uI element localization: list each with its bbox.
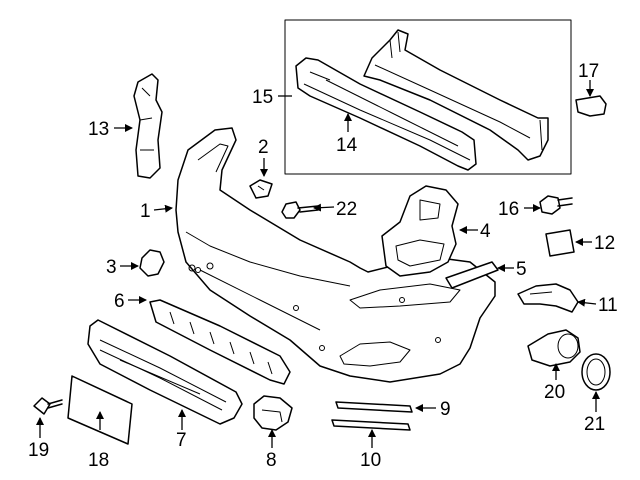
callout-14: 14 xyxy=(336,135,358,156)
callout-2: 2 xyxy=(258,137,269,158)
part-15-bumper-beam xyxy=(363,29,549,161)
part-14-absorber xyxy=(295,57,477,171)
part-17-pad xyxy=(575,95,607,117)
part-16-bolt xyxy=(539,195,573,215)
callout-8: 8 xyxy=(266,450,277,471)
callout-18: 18 xyxy=(88,450,109,471)
callout-6: 6 xyxy=(114,291,125,312)
callout-3: 3 xyxy=(106,257,117,278)
inset-box xyxy=(284,19,572,175)
part-9-trim-strip xyxy=(335,401,413,413)
callout-9: 9 xyxy=(440,399,451,420)
leader-lines xyxy=(36,80,600,448)
part-2-clip xyxy=(249,179,273,199)
callout-12: 12 xyxy=(594,233,615,254)
part-4-bracket xyxy=(381,185,459,277)
part-21-ring xyxy=(581,353,611,391)
part-1-bumper-cover xyxy=(175,127,496,383)
part-22-screw xyxy=(281,201,319,219)
callout-17: 17 xyxy=(578,61,599,82)
callout-4: 4 xyxy=(480,221,491,242)
part-11-bracket xyxy=(517,283,579,313)
part-8-cover xyxy=(253,395,293,431)
part-19-screw xyxy=(33,397,63,415)
callout-7: 7 xyxy=(176,430,187,451)
callout-19: 19 xyxy=(28,440,49,461)
callout-10: 10 xyxy=(360,450,381,471)
part-3-cap xyxy=(139,249,165,277)
callout-11: 11 xyxy=(598,295,618,316)
callout-16: 16 xyxy=(498,199,519,220)
callout-15: 15 xyxy=(252,87,273,108)
part-18-plate-bracket xyxy=(67,375,133,445)
part-7-lower-grille xyxy=(87,319,243,425)
part-10-trim-strip xyxy=(331,419,411,431)
callout-labels: 1 2 3 4 5 6 7 8 9 10 11 12 13 14 15 16 1… xyxy=(28,61,618,471)
callout-13: 13 xyxy=(88,119,109,140)
callout-22: 22 xyxy=(336,199,357,220)
callout-1: 1 xyxy=(140,201,151,222)
callout-20: 20 xyxy=(544,382,565,403)
part-20-sensor xyxy=(527,329,581,367)
callout-5: 5 xyxy=(516,259,527,280)
part-6-grille-strip xyxy=(149,299,291,385)
callout-21: 21 xyxy=(584,414,605,435)
part-13-bracket xyxy=(133,73,163,179)
part-12-plate xyxy=(545,229,575,257)
